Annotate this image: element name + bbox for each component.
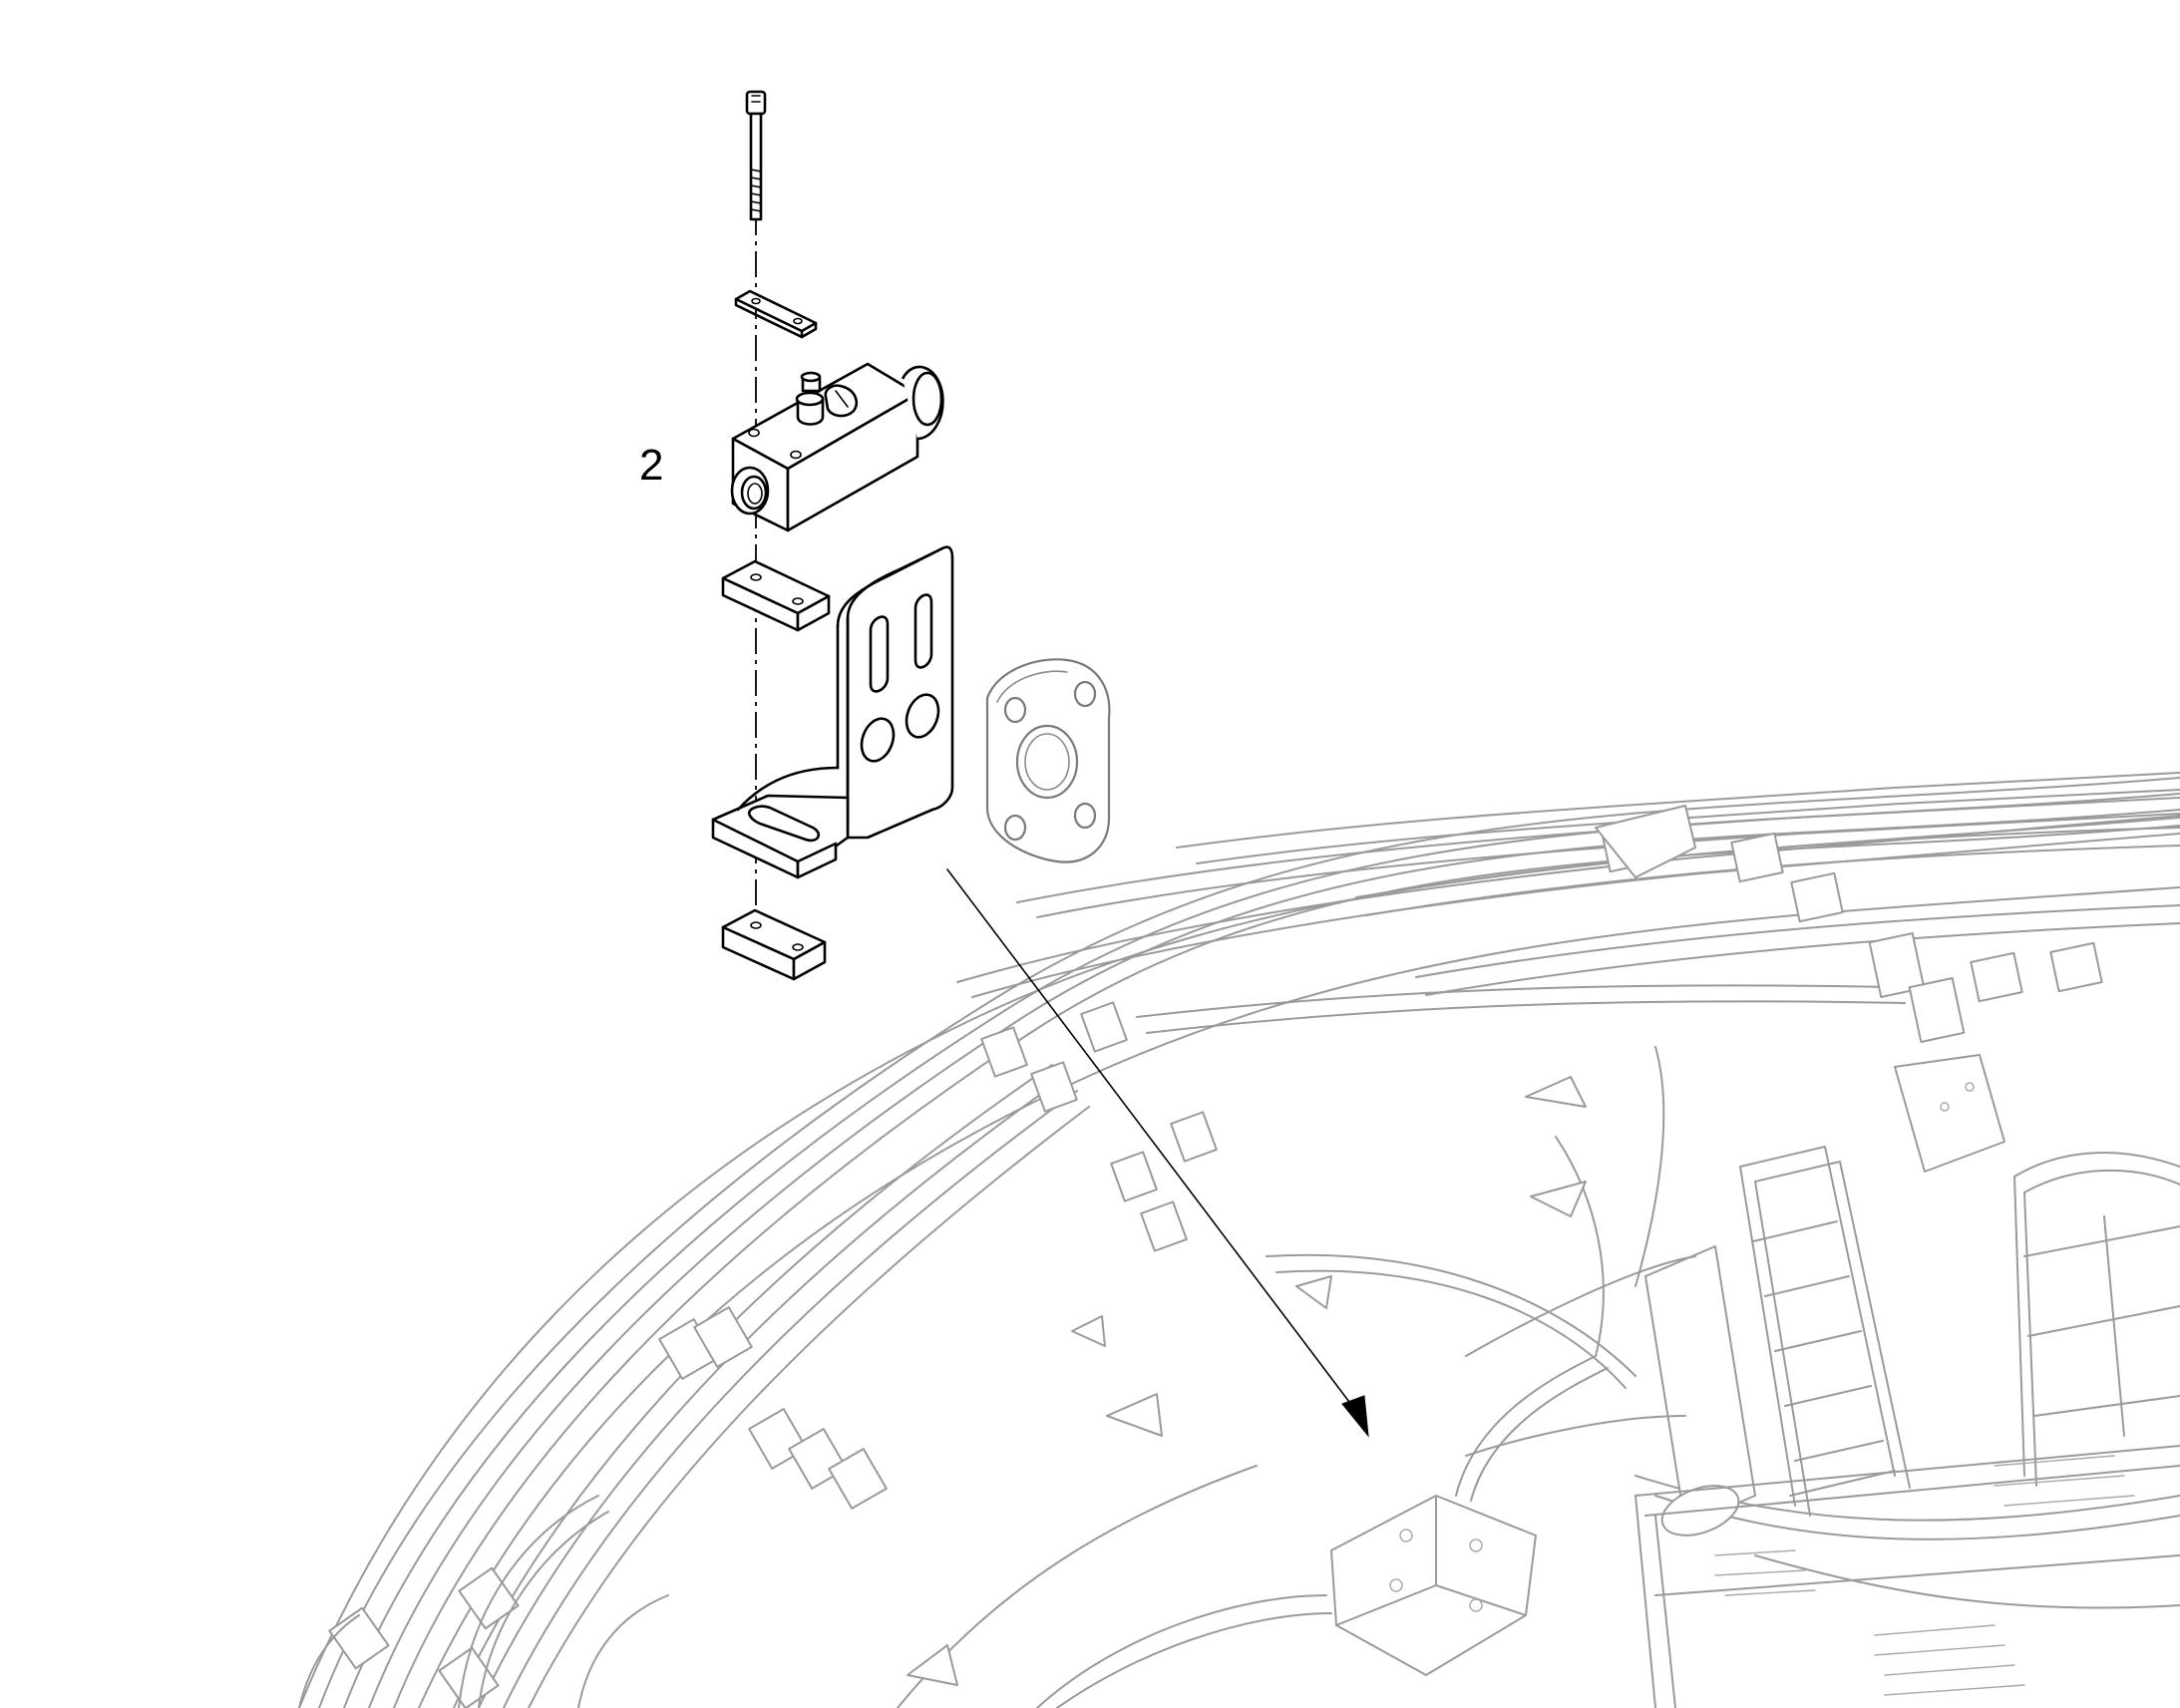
valve-block-icon	[730, 362, 944, 532]
hose-clamp-row	[328, 822, 2103, 1708]
hydraulic-hose-bundle	[318, 772, 2180, 1708]
machine-boom-assembly	[298, 772, 2180, 1708]
spacer-block-icon	[721, 559, 831, 632]
exploded-parts	[711, 90, 1369, 1438]
installed-valve-block	[1330, 1355, 1609, 1676]
washer-plate-icon	[734, 289, 818, 339]
callout-label-2: 2	[639, 441, 664, 490]
flange-icon	[985, 658, 1111, 863]
spacer-block-lower-icon	[721, 908, 827, 981]
leader-arrow-icon	[946, 868, 1369, 1438]
lower-hose-loops	[298, 1495, 1332, 1708]
mounting-bracket-icon	[711, 545, 954, 879]
access-ladder	[1739, 1146, 1911, 1517]
handrail-cage	[1635, 1152, 2180, 1708]
mounting-plates	[907, 805, 2005, 1686]
cap-screw-icon	[745, 90, 767, 221]
hydraulic-cylinder	[1465, 1245, 1756, 1537]
